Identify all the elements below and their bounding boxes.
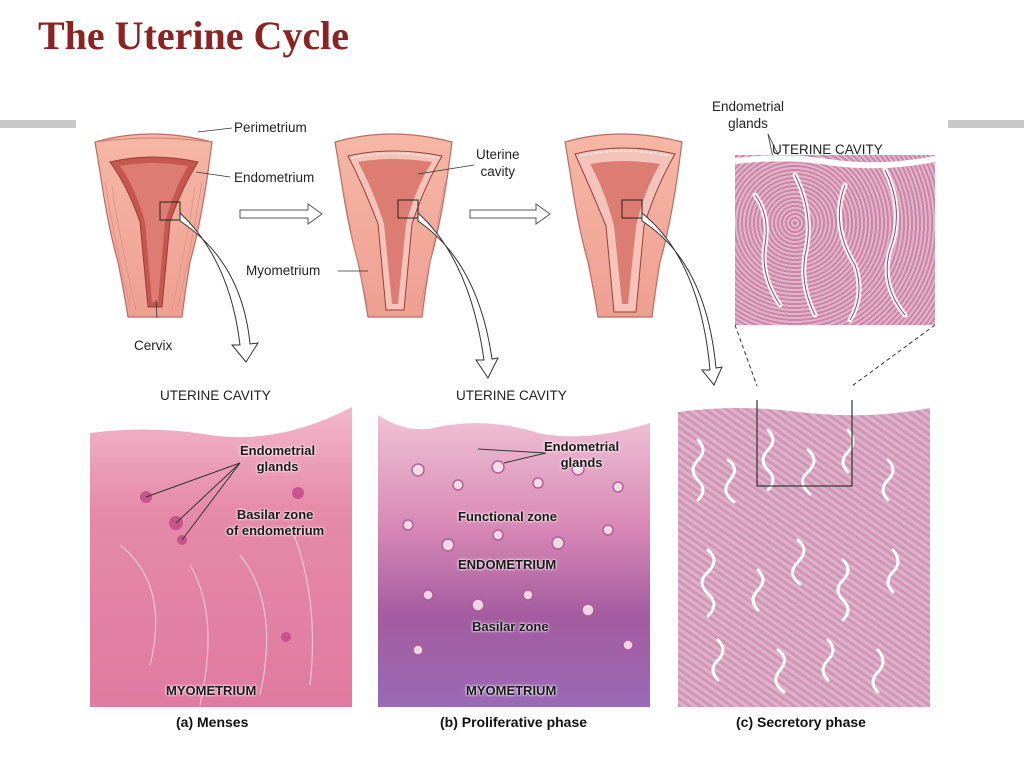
proliferative-micrograph: Endometrial glands Functional zone ENDOM… xyxy=(378,405,650,707)
panel-a-heading: UTERINE CAVITY xyxy=(160,388,271,403)
secretory-micrograph xyxy=(678,400,930,707)
proliferative-basilar-label: Basilar zone xyxy=(472,619,549,634)
caption-secretory: (c) Secretory phase xyxy=(736,714,866,730)
uterus-3 xyxy=(564,133,683,318)
uterus-diagram xyxy=(94,127,821,386)
cervix-label: Cervix xyxy=(134,338,173,353)
uterus-1 xyxy=(94,133,213,318)
inset-cavity-label: UTERINE CAVITY xyxy=(772,142,883,157)
proliferative-glands-label: Endometrial glands xyxy=(544,439,620,470)
panel-b-heading: UTERINE CAVITY xyxy=(456,388,567,403)
secretory-inset-micrograph xyxy=(735,155,935,325)
uterine-cavity-label: Uterine cavity xyxy=(476,147,520,179)
inset-glands-label: Endometrial glands xyxy=(712,99,785,131)
proliferative-myometrium-label: MYOMETRIUM xyxy=(466,683,557,698)
menses-micrograph: Endometrial glands Basilar zone of endom… xyxy=(90,405,352,707)
uterus-2 xyxy=(334,133,453,318)
menses-basilar-label: Basilar zone of endometrium xyxy=(226,507,325,538)
endometrium-zone-label: ENDOMETRIUM xyxy=(458,557,557,572)
left-rule xyxy=(0,120,76,128)
caption-proliferative: (b) Proliferative phase xyxy=(440,714,588,730)
right-rule xyxy=(948,120,1024,128)
endometrium-label: Endometrium xyxy=(234,170,315,185)
myometrium-label: Myometrium xyxy=(246,263,321,278)
caption-menses: (a) Menses xyxy=(176,714,249,730)
menses-glands-label: Endometrial glands xyxy=(240,443,316,474)
menses-myometrium-label: MYOMETRIUM xyxy=(166,683,257,698)
functional-zone-label: Functional zone xyxy=(458,509,557,524)
perimetrium-label: Perimetrium xyxy=(234,120,307,135)
page-title: The Uterine Cycle xyxy=(38,13,350,58)
